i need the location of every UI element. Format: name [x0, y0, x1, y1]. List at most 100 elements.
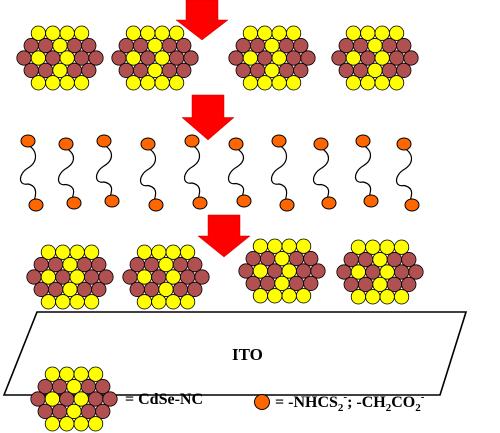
- se-atom: [259, 275, 276, 291]
- cd-atom: [169, 75, 185, 91]
- cd-atom: [264, 38, 280, 54]
- se-atom: [59, 391, 75, 407]
- legend-nanocrystal-icon: [30, 366, 118, 432]
- se-atom: [288, 275, 304, 291]
- cd-atom: [257, 75, 273, 91]
- cd-atom: [374, 50, 390, 66]
- se-atom: [118, 62, 134, 78]
- cd-atom: [40, 294, 57, 310]
- se-atom: [51, 403, 68, 419]
- cd-atom: [59, 366, 75, 382]
- cd-atom: [264, 62, 280, 78]
- cd-atom: [393, 239, 410, 255]
- linker-molecule: [354, 134, 379, 208]
- cdse-nanocrystal: [336, 239, 424, 305]
- se-atom: [45, 50, 61, 66]
- ligand-end-group: [140, 137, 156, 151]
- cd-atom: [55, 244, 71, 260]
- se-atom: [360, 50, 376, 66]
- se-atom: [343, 276, 359, 292]
- cd-atom: [274, 251, 290, 267]
- alkyl-chain: [270, 144, 288, 202]
- se-atom: [352, 62, 369, 78]
- se-atom: [238, 263, 254, 279]
- cd-atom: [136, 269, 152, 285]
- ligand-end-group: [28, 198, 44, 212]
- se-atom: [310, 263, 326, 279]
- cd-atom: [154, 50, 170, 66]
- cd-atom: [154, 75, 170, 91]
- se-atom: [295, 263, 312, 279]
- se-atom: [403, 50, 419, 66]
- se-atom: [357, 252, 374, 268]
- se-atom: [161, 38, 177, 54]
- cd-atom: [62, 257, 78, 273]
- se-atom: [37, 38, 54, 54]
- se-atom: [401, 276, 417, 292]
- cd-atom: [45, 25, 61, 41]
- legend-ligand-label: = -NHCS2-; -CH2CO2-: [275, 391, 425, 414]
- cd-atom: [374, 75, 390, 91]
- se-atom: [235, 38, 251, 54]
- ligand-end-group: [404, 198, 420, 212]
- se-atom: [111, 50, 127, 66]
- down-arrow: [181, 94, 235, 141]
- cd-atom: [74, 25, 90, 41]
- se-atom: [396, 62, 412, 78]
- cd-atom: [350, 289, 366, 305]
- se-atom: [133, 62, 149, 78]
- se-atom: [37, 62, 54, 78]
- ligand-formula-part: = -NHCS: [275, 394, 338, 411]
- cd-atom: [295, 238, 312, 254]
- cd-atom: [140, 25, 156, 41]
- cd-atom: [252, 263, 268, 279]
- se-atom: [278, 38, 294, 54]
- nanocrystal-row-top: [16, 25, 419, 91]
- cd-atom: [271, 50, 287, 66]
- se-atom: [278, 62, 294, 78]
- se-atom: [102, 391, 118, 407]
- cd-atom: [136, 244, 152, 260]
- se-atom: [23, 38, 39, 54]
- se-atom: [47, 281, 64, 297]
- se-atom: [250, 62, 266, 78]
- se-atom: [95, 403, 111, 419]
- ligand-end-group: [96, 134, 112, 148]
- se-atom: [386, 252, 402, 268]
- ligand-end-group: [236, 194, 252, 208]
- cd-atom: [345, 50, 361, 66]
- linker-molecule: [95, 134, 120, 208]
- process-arrows: [175, 0, 251, 258]
- cd-atom: [180, 244, 196, 260]
- ligand-end-group: [228, 137, 244, 151]
- se-atom: [98, 269, 114, 285]
- cd-atom: [158, 281, 174, 297]
- ligand-end-group: [321, 196, 337, 210]
- cd-atom: [88, 366, 104, 382]
- cd-atom: [59, 25, 75, 41]
- se-atom: [129, 257, 145, 273]
- cd-atom: [372, 252, 388, 268]
- se-atom: [144, 281, 160, 297]
- se-atom: [293, 38, 309, 54]
- se-atom: [172, 281, 188, 297]
- cdse-nanocrystal: [30, 366, 118, 432]
- se-atom: [187, 257, 203, 273]
- se-atom: [357, 276, 374, 292]
- cd-atom: [388, 25, 405, 41]
- se-atom: [245, 275, 261, 291]
- cd-atom: [52, 62, 68, 78]
- cd-atom: [73, 391, 89, 407]
- cdse-nanocrystal: [111, 25, 199, 91]
- alkyl-chain: [312, 147, 330, 200]
- ligand-formula-part: CO: [391, 394, 415, 411]
- cdse-nanocrystal: [122, 244, 210, 310]
- se-atom: [133, 38, 149, 54]
- se-atom: [388, 50, 405, 66]
- ligand-end-group: [279, 198, 295, 212]
- linker-molecule: [270, 134, 295, 212]
- cd-atom: [242, 75, 258, 91]
- alkyl-chain: [95, 144, 113, 198]
- down-arrow: [197, 214, 251, 258]
- se-atom: [408, 264, 424, 280]
